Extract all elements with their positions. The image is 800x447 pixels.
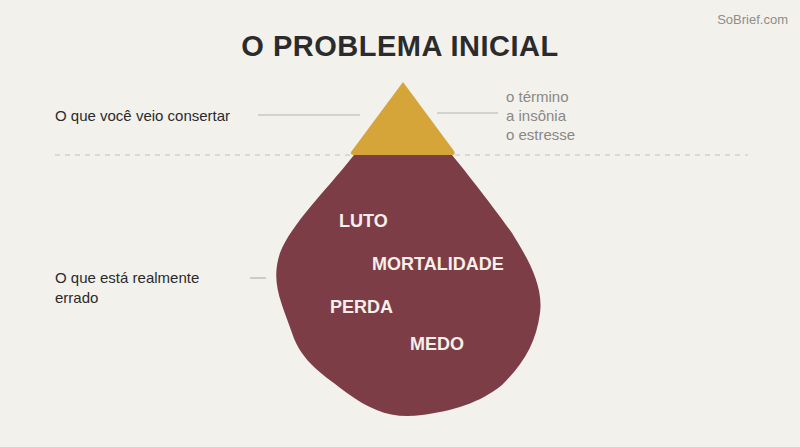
callout-label: O que está realmente errado	[55, 268, 240, 307]
callout-label: O que você veio consertar	[55, 106, 230, 126]
hidden-issue: PERDA	[330, 297, 393, 318]
surface-item: a insônia	[506, 106, 566, 126]
iceberg-tip	[351, 82, 455, 155]
hidden-issue: MEDO	[410, 334, 464, 355]
iceberg-shape	[276, 155, 540, 416]
iceberg-outline	[262, 153, 547, 423]
leader-line	[250, 277, 266, 278]
leader-line	[258, 114, 360, 115]
surface-item: o término	[506, 87, 569, 107]
title: O PROBLEMA INICIAL	[0, 30, 800, 63]
watermark: SoBrief.com	[717, 12, 788, 29]
iceberg-body: LUTO MORTALIDADE PERDA MEDO	[262, 153, 547, 423]
leader-line	[437, 112, 498, 113]
surface-item: o estresse	[506, 125, 575, 145]
hidden-issue: MORTALIDADE	[372, 254, 504, 275]
hidden-issue: LUTO	[339, 211, 388, 232]
